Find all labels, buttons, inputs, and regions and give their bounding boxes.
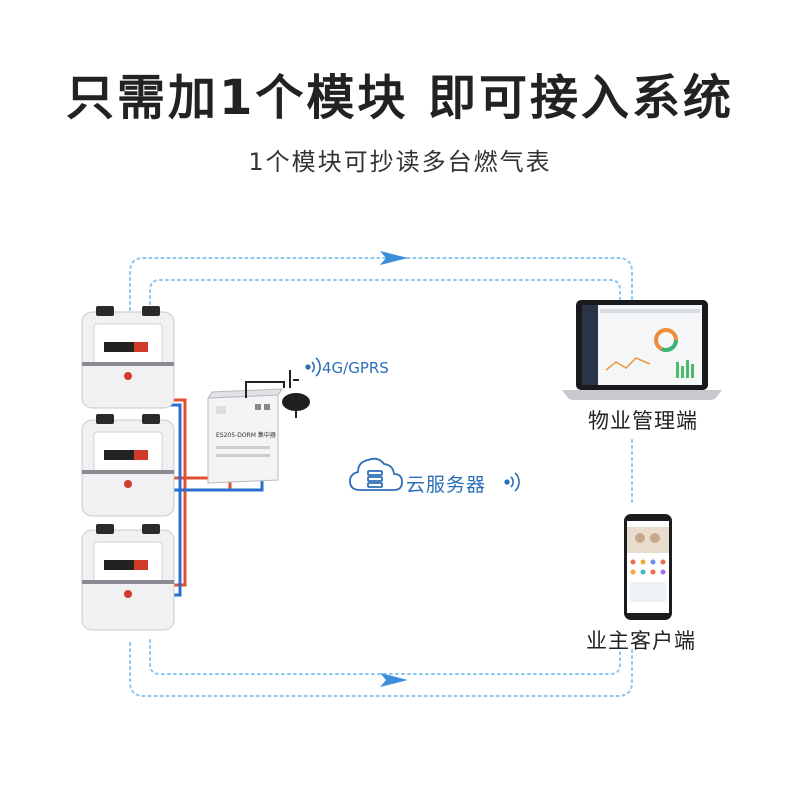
owner-client-label: 业主客户端 bbox=[586, 629, 696, 653]
gas-meter-1 bbox=[81, 306, 175, 409]
network-label: 4G/GPRS bbox=[322, 359, 389, 377]
property-management-label: 物业管理端 bbox=[588, 409, 698, 433]
cloud-server-icon bbox=[349, 457, 403, 491]
gas-meter-2 bbox=[81, 414, 175, 517]
wireless-signal-icon bbox=[305, 357, 321, 377]
smartphone-icon bbox=[624, 514, 672, 620]
laptop-icon bbox=[562, 300, 722, 400]
cloud-server-label: 云服务器 bbox=[406, 474, 487, 496]
gas-meter-3 bbox=[81, 524, 175, 631]
data-flow-lines bbox=[129, 257, 633, 697]
concentrator-module bbox=[207, 388, 283, 484]
flow-arrow-top bbox=[380, 251, 408, 265]
cloud-signal-icon bbox=[504, 472, 520, 492]
module-model-label: ES205-DORM 集中器 bbox=[216, 432, 276, 439]
flow-arrow-bottom bbox=[380, 673, 408, 687]
antenna-icon bbox=[245, 370, 310, 418]
page-title: 只需加1个模块 即可接入系统 bbox=[65, 70, 735, 126]
page-subtitle: 1个模块可抄读多台燃气表 bbox=[248, 148, 552, 176]
